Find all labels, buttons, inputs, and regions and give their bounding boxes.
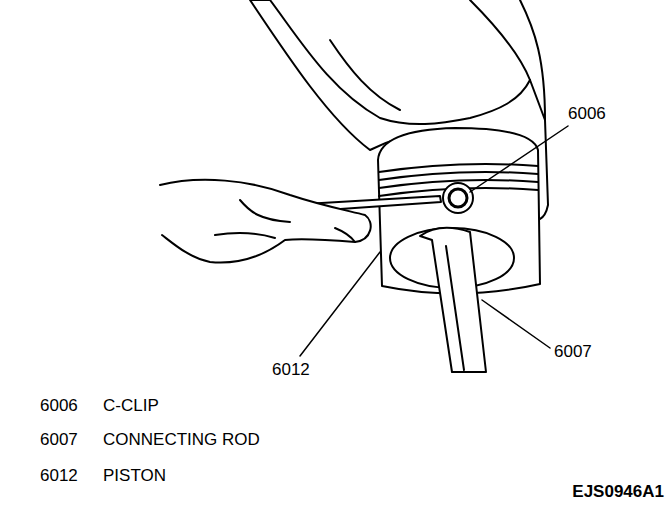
piston-ring bbox=[379, 172, 538, 180]
part-name: CONNECTING ROD bbox=[103, 430, 260, 450]
finger-line bbox=[470, 0, 530, 80]
callout-number: 6007 bbox=[554, 342, 592, 362]
finger-line bbox=[215, 233, 275, 238]
leader-line bbox=[300, 252, 380, 356]
leader-line bbox=[470, 126, 568, 192]
part-name: PISTON bbox=[103, 466, 166, 486]
figure-code: EJS0946A1 bbox=[572, 482, 664, 502]
c-clip bbox=[449, 189, 467, 207]
piston-ring bbox=[379, 164, 538, 172]
rod-web bbox=[446, 246, 464, 370]
lower-hand bbox=[160, 180, 371, 263]
finger-line bbox=[330, 40, 400, 110]
part-name: C-CLIP bbox=[103, 396, 159, 416]
finger-line bbox=[520, 0, 545, 120]
legend-number: 6012 bbox=[40, 466, 78, 486]
connecting-rod bbox=[420, 228, 486, 372]
callout-number: 6006 bbox=[568, 104, 606, 124]
callout-number: 6012 bbox=[272, 360, 310, 380]
legend-number: 6006 bbox=[40, 396, 78, 416]
piston-pin-boss bbox=[443, 183, 473, 213]
finger-line bbox=[240, 200, 290, 222]
legend-number: 6007 bbox=[40, 430, 78, 450]
leader-line bbox=[482, 300, 550, 348]
finger-line bbox=[335, 228, 355, 242]
